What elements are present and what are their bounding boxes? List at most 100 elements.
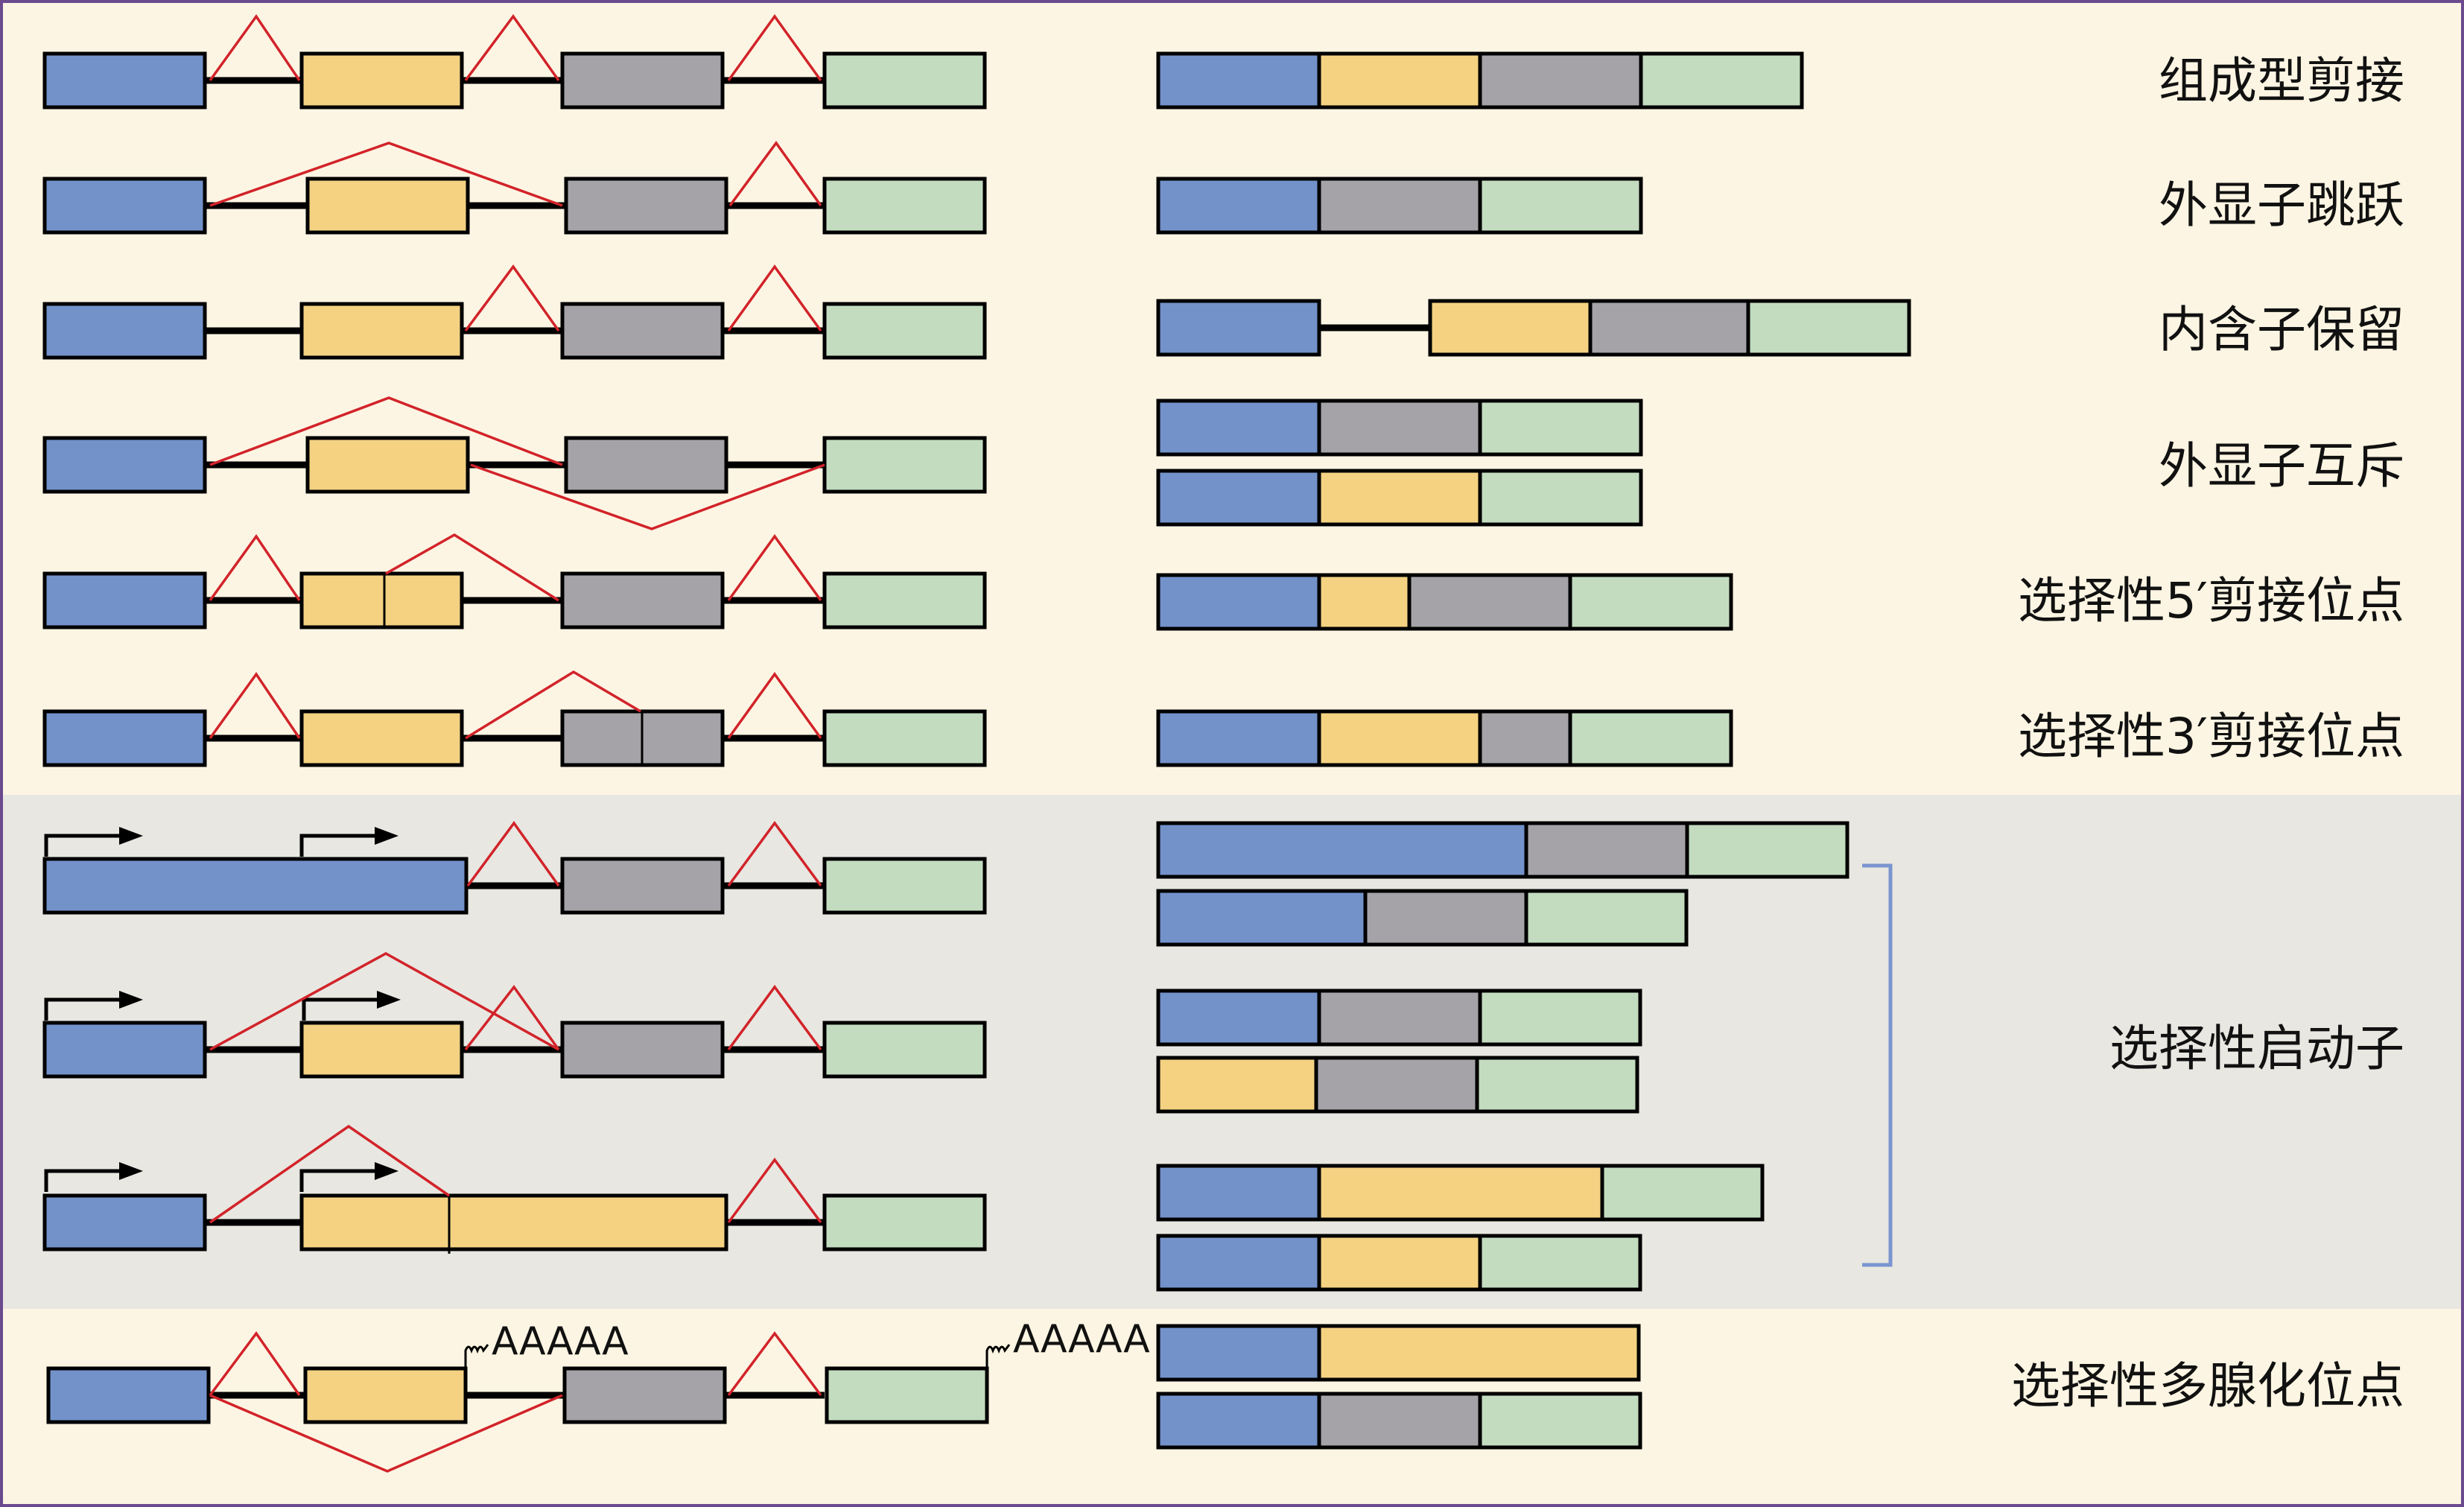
label-constitutive-splicing: 组成型剪接 — [2159, 52, 2404, 110]
row5-splice-1 — [209, 533, 301, 602]
row3-exon4 — [822, 302, 987, 360]
polya-label-1: AAAAA — [492, 1319, 629, 1364]
row7b-splice-skip — [209, 952, 559, 1051]
row8-exon1 — [46, 1366, 211, 1424]
row3-mrna-rest-seg2 — [1588, 299, 1750, 357]
row7b-exon1 — [42, 1021, 207, 1079]
row5-splice-3 — [727, 534, 822, 602]
row5-exon3 — [560, 571, 725, 629]
row4-mrna-b-seg3 — [1478, 469, 1643, 527]
row7c-splice-1 — [209, 1124, 450, 1224]
row5-mrna-seg4 — [1568, 573, 1733, 631]
row7a-splice-1 — [466, 821, 560, 887]
row4-exon3 — [564, 436, 728, 494]
row8-mrna-b-seg2 — [1317, 1392, 1482, 1450]
label-alt-polyadenylation: 选择性多腺化位点 — [2011, 1357, 2404, 1415]
row1-splice-2 — [464, 14, 560, 82]
row6-exon2 — [299, 709, 464, 767]
row7a-mrna-a-seg2 — [1524, 821, 1689, 879]
row7a-promoter-1-head — [119, 827, 143, 845]
row7b-mrna-a-seg2 — [1317, 989, 1482, 1047]
row3-mrna-rest-seg3 — [1746, 299, 1911, 357]
row7c-exon4 — [822, 1193, 987, 1251]
row7b-mrna-b-seg1 — [1156, 1056, 1318, 1114]
row8-polya-tail-2 — [985, 1344, 1011, 1368]
row8-exon3 — [562, 1366, 727, 1424]
row7a-mrna-b-seg3 — [1524, 889, 1689, 947]
row3-exon1 — [42, 302, 207, 360]
row3-exon3 — [560, 302, 725, 360]
row6-splice-alt3 — [465, 670, 641, 740]
row7b-exon3 — [560, 1021, 725, 1079]
row7c-mrna-a-seg3 — [1600, 1164, 1765, 1222]
row8-mrna-a-seg2 — [1317, 1324, 1641, 1382]
row8-mrna-b-seg3 — [1478, 1392, 1642, 1450]
row2-splice-2 — [728, 141, 822, 207]
row4-mrna-a-seg3 — [1478, 399, 1643, 457]
label-intron-retention: 内含子保留 — [2159, 301, 2404, 358]
row6-splice-1 — [209, 671, 301, 740]
row7b-splice-2 — [464, 985, 560, 1051]
row3-exon2 — [299, 302, 464, 360]
row6-mrna-seg4 — [1568, 709, 1733, 767]
row7a-exon3 — [560, 857, 725, 915]
row7c-splice-2 — [727, 1158, 822, 1224]
row5-mrna-seg3 — [1407, 573, 1572, 631]
row8-mrna-a-seg1 — [1156, 1324, 1321, 1382]
row7c-exon2-long — [299, 1193, 728, 1251]
gene-structures — [42, 13, 1911, 1473]
row7c-promoter-2 — [299, 1169, 376, 1192]
label-alt-5-splice-site: 选择性5′剪接位点 — [2018, 572, 2404, 629]
row7c-exon1 — [42, 1193, 207, 1251]
row7c-mrna-a-seg1 — [1156, 1164, 1321, 1222]
row7a-exon4 — [822, 857, 987, 915]
row4-mrna-a-seg2 — [1317, 399, 1482, 457]
row4-mrna-b-seg1 — [1156, 469, 1321, 527]
row7c-promoter-1-head — [119, 1162, 143, 1180]
row2-exon4 — [822, 177, 987, 235]
row7a-exon1-long — [42, 857, 469, 915]
row4-splice-lower — [470, 463, 825, 530]
row1-splice-3 — [727, 14, 822, 82]
row3-mrna-seg1 — [1156, 299, 1321, 357]
row7a-promoter-2-head — [375, 827, 399, 845]
row1-splice-1 — [209, 13, 301, 82]
row3-mrna-rest-seg1 — [1428, 299, 1593, 357]
row1-exon4 — [822, 51, 987, 110]
row4-splice-upper — [209, 396, 563, 466]
row8-splice-3 — [727, 1331, 822, 1397]
row1-mrna-seg2 — [1317, 51, 1482, 110]
row8-exon2 — [303, 1366, 468, 1424]
row1-mrna-seg4 — [1639, 51, 1804, 110]
row2-exon1 — [42, 177, 207, 235]
row5-exon4 — [822, 571, 987, 629]
promoter-group-bracket — [1862, 863, 1893, 1267]
row7b-mrna-b-seg3 — [1475, 1056, 1639, 1114]
row4-mrna-a-seg1 — [1156, 399, 1321, 457]
row4-mrna-b-seg2 — [1317, 469, 1482, 527]
row7c-promoter-1 — [44, 1169, 121, 1192]
row7c-mrna-b-seg1 — [1156, 1234, 1321, 1292]
label-exon-skipping: 外显子跳跃 — [2159, 177, 2404, 234]
row2-splice-skip — [209, 142, 563, 207]
row6-mrna-seg1 — [1156, 709, 1321, 767]
row8-exon4 — [825, 1366, 989, 1424]
row7b-splice-3 — [727, 985, 822, 1051]
row8-mrna-b-seg1 — [1156, 1392, 1321, 1450]
row7a-mrna-b-seg2 — [1363, 889, 1528, 947]
row7c-mrna-a-seg2 — [1317, 1164, 1604, 1222]
row2-exon3 — [564, 177, 728, 235]
row7c-mrna-b-seg2 — [1317, 1234, 1482, 1292]
row7a-promoter-2 — [299, 834, 376, 857]
row5-splice-alt5 — [385, 533, 559, 602]
row7b-mrna-a-seg3 — [1478, 989, 1642, 1047]
row7b-exon2 — [299, 1021, 464, 1079]
row5-mrna-seg1 — [1156, 573, 1321, 631]
row7b-exon4 — [822, 1021, 987, 1079]
row7a-mrna-a-seg1 — [1156, 821, 1528, 879]
row1-mrna-seg3 — [1478, 51, 1643, 110]
row1-mrna-seg1 — [1156, 51, 1321, 110]
label-alternative-promoter: 选择性启动子 — [2109, 1020, 2404, 1077]
